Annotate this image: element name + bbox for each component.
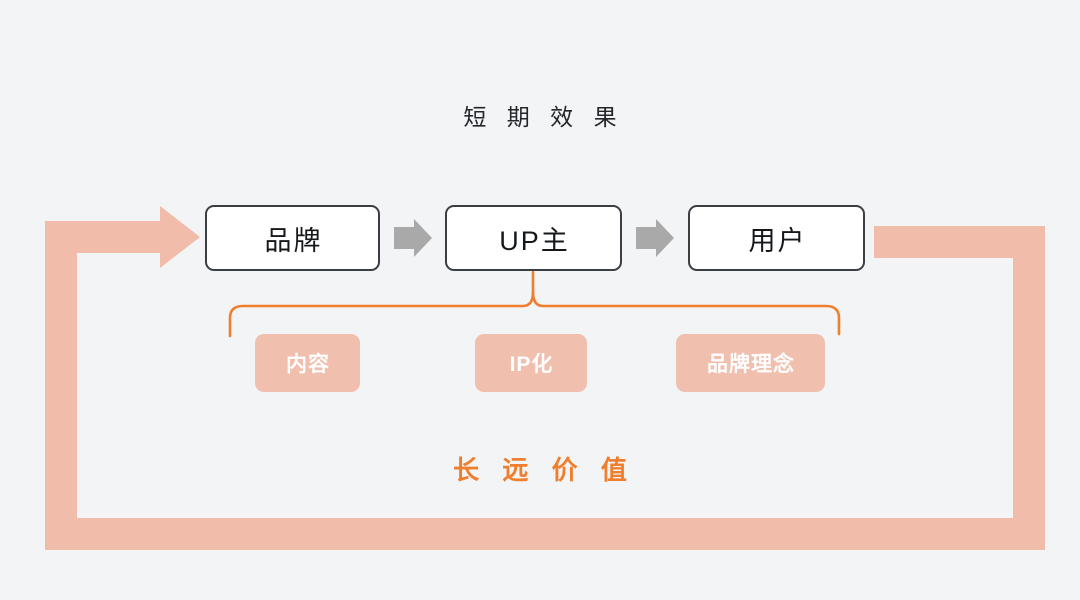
flow-box-upmaster[interactable]: UP主 (445, 205, 622, 271)
right-arrow-icon (394, 219, 432, 257)
value-tag-ip[interactable]: IP化 (475, 334, 587, 392)
flow-box-upmaster-label: UP主 (499, 225, 570, 256)
page-title: 短 期 效 果 (463, 104, 624, 130)
value-tag-brand-philosophy[interactable]: 品牌理念 (676, 334, 825, 392)
flow-box-user-label: 用户 (748, 225, 807, 256)
flow-box-brand-label: 品牌 (264, 225, 323, 256)
right-arrow-icon (636, 219, 674, 257)
value-tag-label: 品牌理念 (707, 353, 795, 376)
value-tag-label: IP化 (509, 353, 554, 376)
value-tag-content[interactable]: 内容 (255, 334, 360, 392)
flow-box-user[interactable]: 用户 (688, 205, 865, 271)
flow-box-brand[interactable]: 品牌 (205, 205, 380, 271)
value-tag-label: 内容 (286, 353, 330, 376)
footnote-long-term-value: 长 远 价 值 (453, 455, 635, 485)
